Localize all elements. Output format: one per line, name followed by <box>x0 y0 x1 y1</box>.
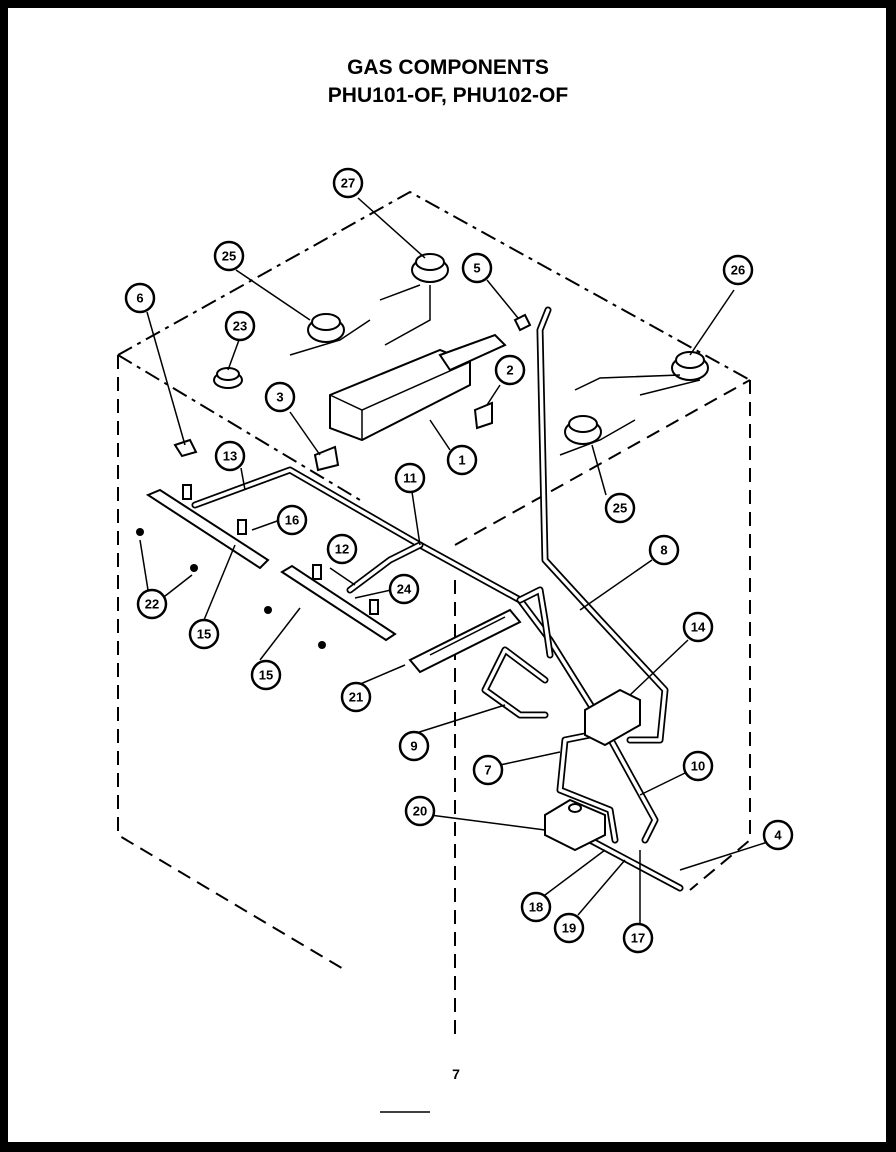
callout-18: 18 <box>520 891 552 923</box>
broil-burner-box <box>329 333 507 442</box>
callout-22: 22 <box>136 588 168 620</box>
callout-15a: 15 <box>188 618 220 650</box>
svg-text:16: 16 <box>285 513 299 528</box>
callout-16: 16 <box>276 504 308 536</box>
callout-12: 12 <box>326 533 358 565</box>
svg-text:20: 20 <box>413 804 427 819</box>
callout-7: 7 <box>472 754 504 786</box>
svg-text:9: 9 <box>410 739 417 754</box>
svg-text:6: 6 <box>136 291 143 306</box>
svg-text:15: 15 <box>197 627 211 642</box>
svg-text:19: 19 <box>562 921 576 936</box>
svg-text:5: 5 <box>473 261 480 276</box>
svg-text:7: 7 <box>484 763 491 778</box>
callout-4: 4 <box>762 819 794 851</box>
svg-text:4: 4 <box>774 828 782 843</box>
callout-25b: 25 <box>604 492 636 524</box>
oven-burner-tube <box>408 608 522 674</box>
callout-27: 27 <box>332 167 364 199</box>
svg-text:15: 15 <box>259 668 273 683</box>
svg-text:26: 26 <box>731 263 745 278</box>
callout-10: 10 <box>682 750 714 782</box>
callout-26: 26 <box>722 254 754 286</box>
svg-text:1: 1 <box>458 453 465 468</box>
callout-11: 11 <box>394 462 426 494</box>
callout-6: 6 <box>124 282 156 314</box>
svg-text:17: 17 <box>631 931 645 946</box>
callout-13: 13 <box>214 440 246 472</box>
callout-5: 5 <box>461 252 493 284</box>
svg-text:2: 2 <box>506 363 513 378</box>
svg-text:8: 8 <box>660 543 667 558</box>
callout-3: 3 <box>264 381 296 413</box>
callout-21: 21 <box>340 681 372 713</box>
callout-20: 20 <box>404 795 436 827</box>
screws <box>136 528 326 649</box>
svg-text:3: 3 <box>276 390 283 405</box>
burner-valves <box>145 484 397 642</box>
svg-text:22: 22 <box>145 597 159 612</box>
callout-9: 9 <box>398 730 430 762</box>
callout-19: 19 <box>553 912 585 944</box>
callout-23: 23 <box>224 310 256 342</box>
svg-text:10: 10 <box>691 759 705 774</box>
callout-8: 8 <box>648 534 680 566</box>
diagram-page <box>8 8 886 1142</box>
leader-lines <box>139 197 775 926</box>
diagram-title: GAS COMPONENTS <box>347 56 549 79</box>
callout-14: 14 <box>682 611 714 643</box>
callout-1: 1 <box>446 444 478 476</box>
page-number: 7 <box>452 1066 460 1082</box>
callout-17: 17 <box>622 922 654 954</box>
svg-text:25: 25 <box>222 249 236 264</box>
callout-24: 24 <box>388 573 420 605</box>
svg-text:11: 11 <box>403 471 417 486</box>
svg-text:12: 12 <box>335 542 349 557</box>
cabinet-outline <box>117 190 751 1040</box>
small-parts <box>173 313 532 472</box>
svg-text:25: 25 <box>613 501 627 516</box>
svg-text:21: 21 <box>349 690 363 705</box>
svg-text:27: 27 <box>341 176 355 191</box>
top-burners <box>289 253 709 456</box>
callout-25a: 25 <box>213 240 245 272</box>
callout-2: 2 <box>494 354 526 386</box>
callout-15b: 15 <box>250 659 282 691</box>
svg-text:18: 18 <box>529 900 543 915</box>
control-boxes <box>544 688 641 852</box>
svg-text:14: 14 <box>691 620 706 635</box>
gas-tubing <box>191 306 684 892</box>
diagram-subtitle: PHU101-OF, PHU102-OF <box>327 84 569 107</box>
svg-text:23: 23 <box>233 319 247 334</box>
svg-text:24: 24 <box>397 582 412 597</box>
svg-text:13: 13 <box>223 449 237 464</box>
